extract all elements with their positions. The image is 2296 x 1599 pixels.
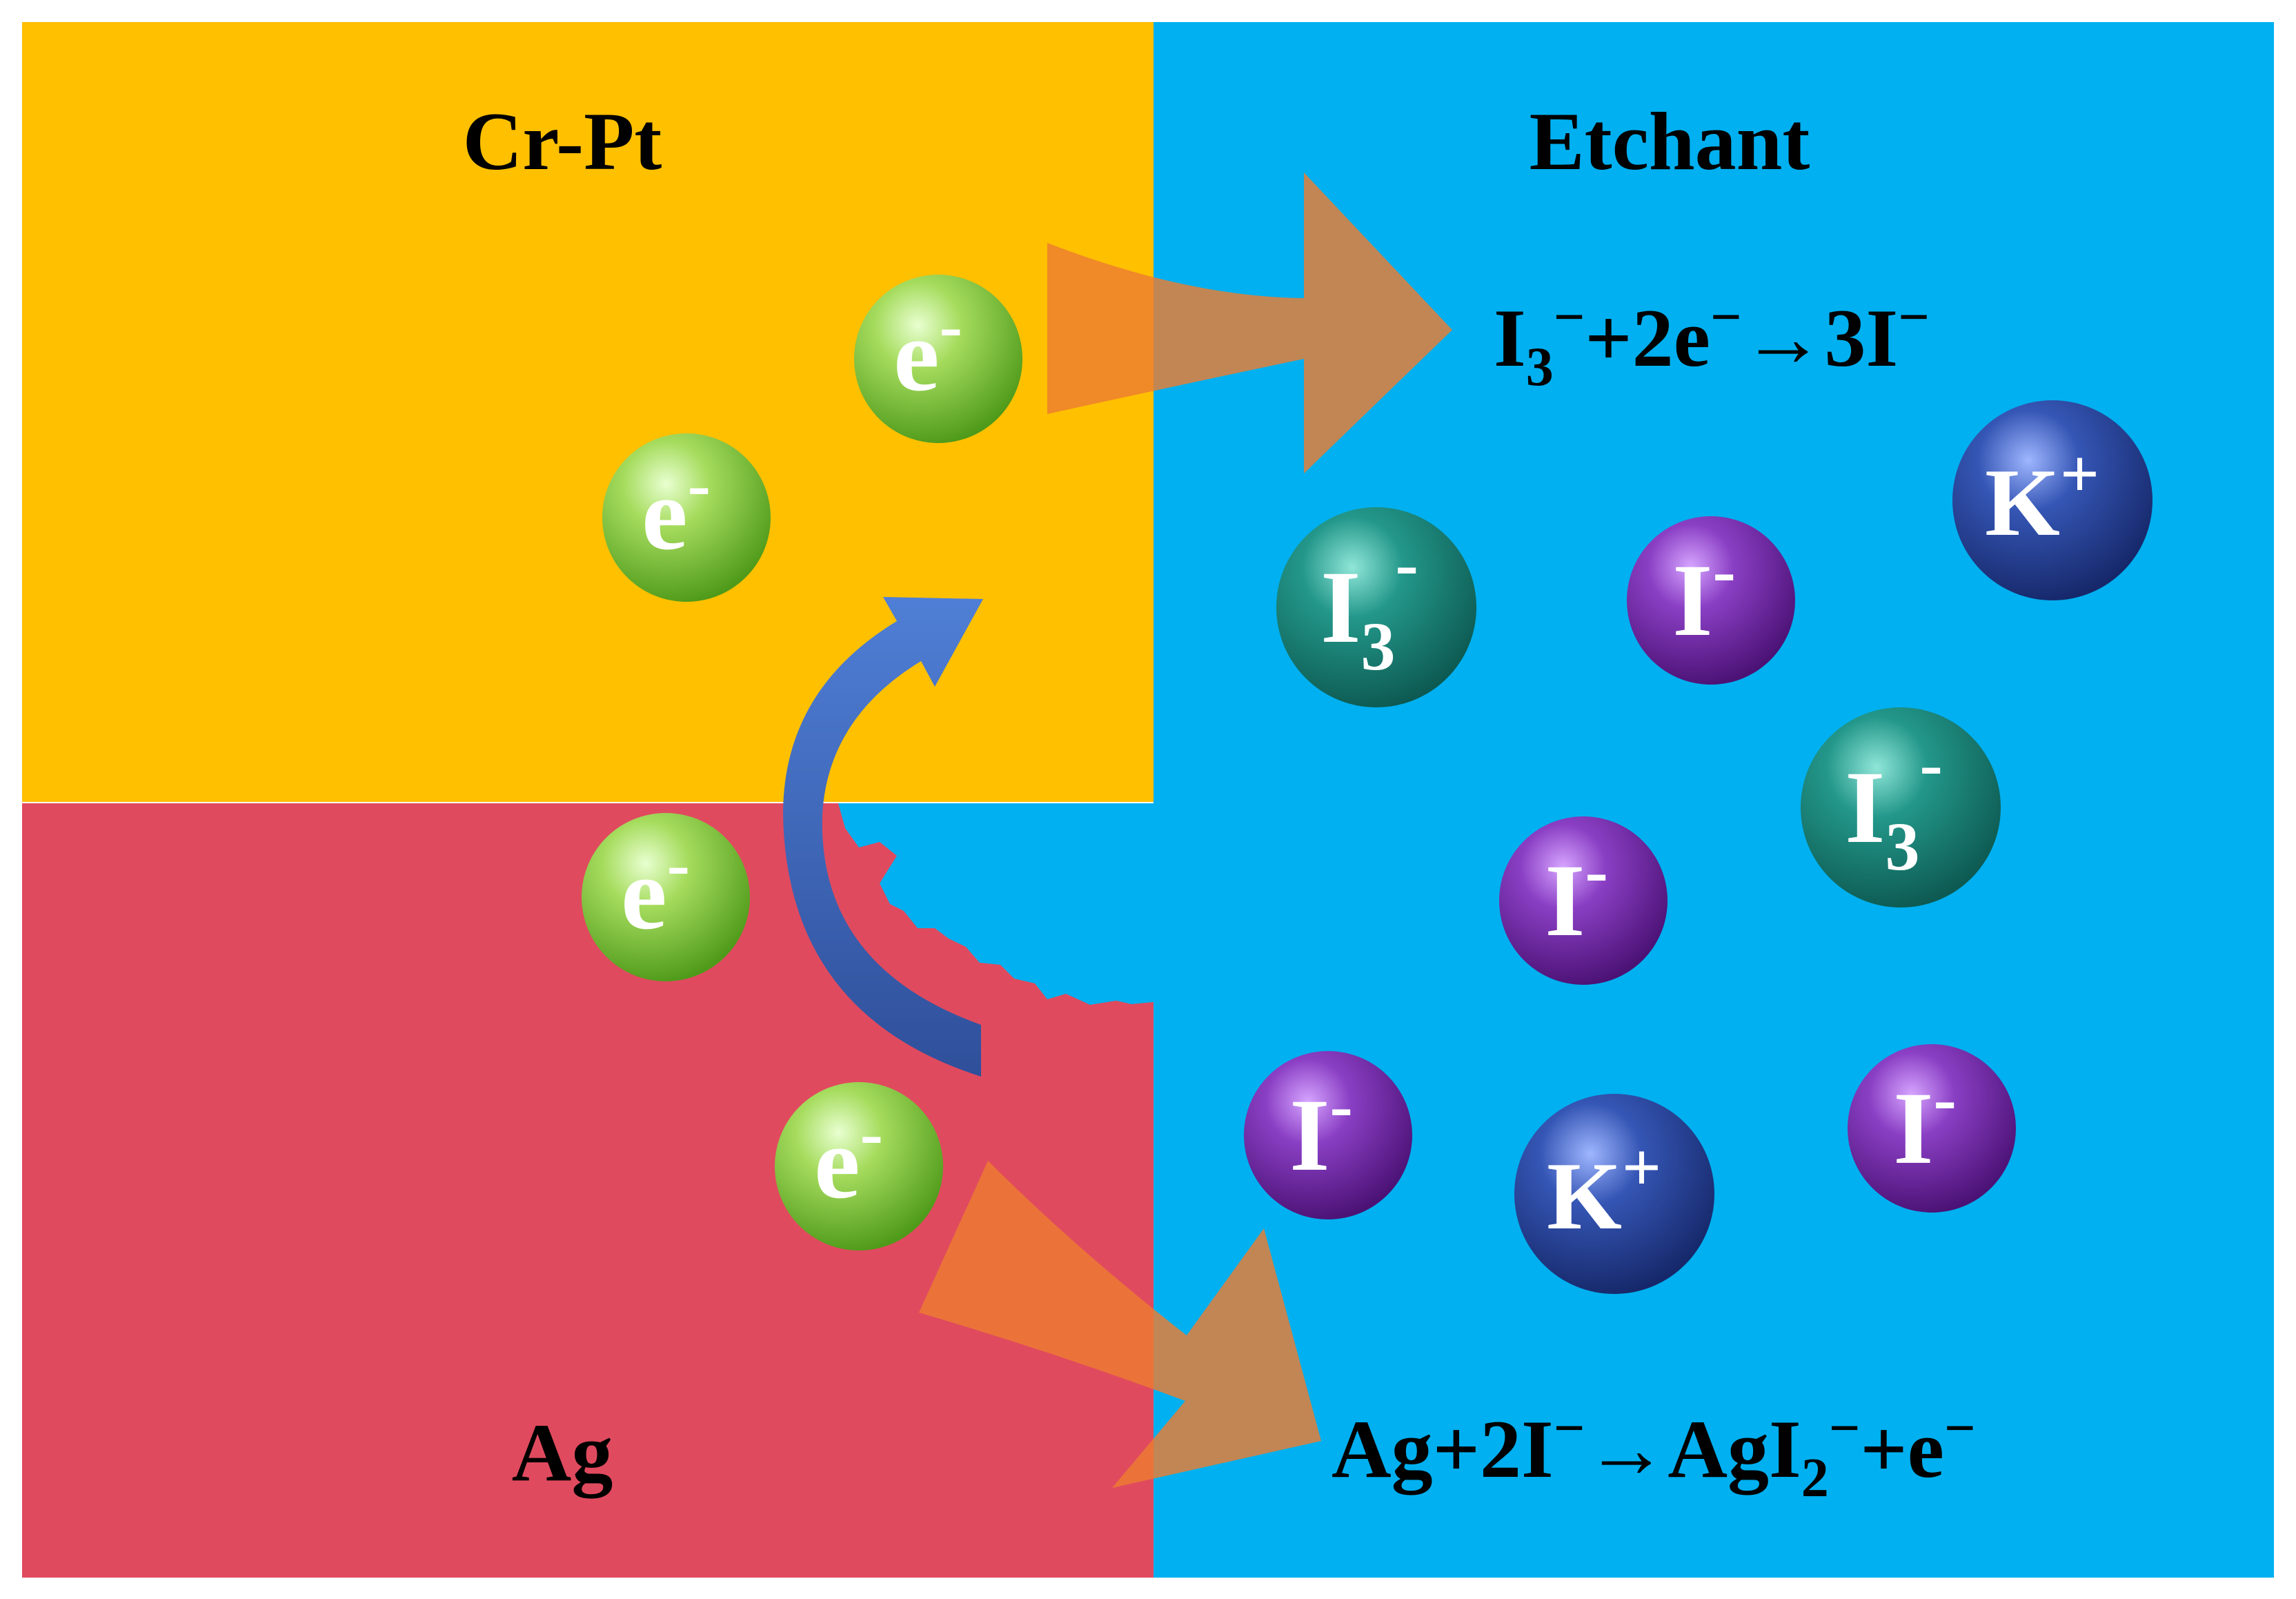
electron-transfer-arrow-top — [1047, 173, 1452, 473]
svg-text:e-: e- — [893, 287, 962, 413]
svg-text:I-: I- — [1545, 832, 1608, 958]
potassium-ion: K+ — [1952, 400, 2152, 600]
iodide-ion: I- — [1244, 1051, 1412, 1219]
triiodide-ion: I3- — [1276, 507, 1476, 707]
potassium-ion: K+ — [1514, 1094, 1714, 1294]
svg-text:I3-: I3- — [1845, 725, 1943, 885]
svg-text:I-: I- — [1289, 1067, 1353, 1193]
electron-particle: e- — [775, 1082, 943, 1250]
oxidation-equation: Ag+2I−→AgI2−+e− — [1332, 1398, 1976, 1509]
svg-text:I3-: I3- — [1320, 525, 1418, 685]
etchant-label: Etchant — [1530, 95, 1810, 187]
iodide-ion: I- — [1848, 1044, 2016, 1213]
svg-text:I-: I- — [1672, 532, 1736, 658]
ag-label: Ag — [512, 1406, 613, 1499]
svg-text:K+: K+ — [1547, 1129, 1661, 1250]
electron-particle: e- — [854, 275, 1022, 443]
iodide-ion: I- — [1499, 816, 1667, 985]
electron-particle: e- — [602, 433, 771, 602]
etch-pit — [838, 803, 1154, 1005]
triiodide-ion: I3- — [1801, 707, 2001, 908]
reduction-equation: I3−+2e−→3I− — [1494, 287, 1930, 398]
svg-text:e-: e- — [814, 1095, 883, 1220]
svg-text:I-: I- — [1893, 1060, 1957, 1186]
electron-particle: e- — [582, 813, 750, 981]
svg-text:e-: e- — [642, 446, 711, 571]
svg-text:e-: e- — [621, 825, 690, 951]
electron-transfer-arrow-bottom — [919, 1161, 1321, 1488]
iodide-ion: I- — [1627, 516, 1795, 685]
svg-text:K+: K+ — [1985, 435, 2099, 556]
crpt-label: Cr-Pt — [463, 95, 662, 187]
electron-flow-arrow — [783, 597, 983, 1077]
